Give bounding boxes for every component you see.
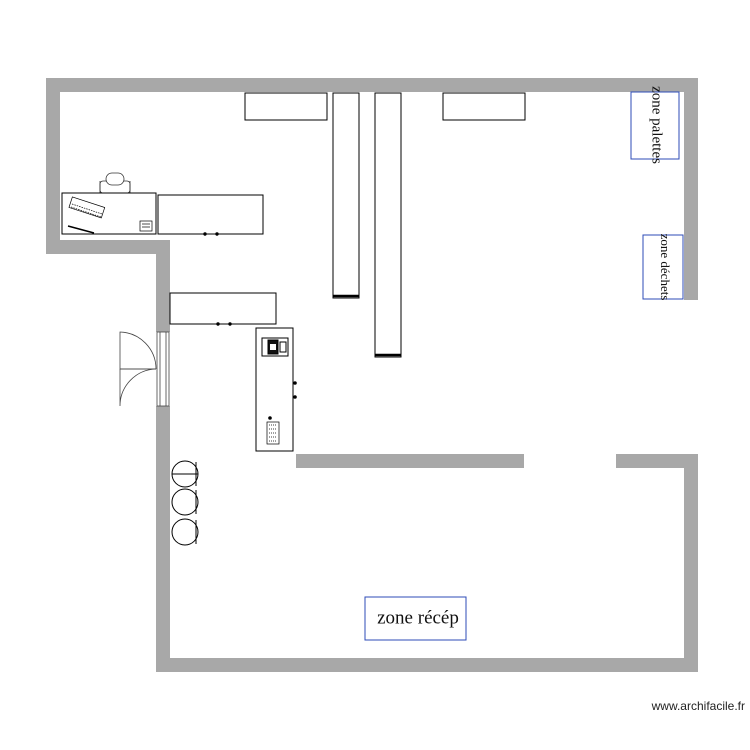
chair-icon bbox=[171, 460, 199, 488]
partition-left bbox=[296, 454, 524, 468]
zone-reception-box bbox=[364, 596, 467, 641]
zone-dechets: zone déchets bbox=[642, 234, 684, 301]
zone-reception: zone récép bbox=[364, 596, 467, 641]
scanner-icon bbox=[266, 421, 280, 445]
keyboard-icon bbox=[67, 196, 106, 234]
wall-left-main-a bbox=[156, 240, 170, 332]
office-desk-area bbox=[61, 172, 277, 326]
wall-notch bbox=[46, 240, 170, 254]
cabinet-top bbox=[157, 194, 264, 235]
double-door bbox=[119, 331, 170, 407]
zone-palettes-label: zone palettes bbox=[649, 86, 665, 164]
chair-icon bbox=[171, 518, 199, 546]
wall-left-main-b bbox=[156, 406, 170, 672]
office-chair-icon bbox=[99, 172, 131, 194]
zone-reception-label: zone récép bbox=[377, 607, 459, 628]
wall-bottom bbox=[156, 658, 698, 672]
rack-top-right bbox=[442, 92, 526, 121]
rack-vertical-1 bbox=[332, 92, 360, 299]
printer-icon bbox=[261, 337, 289, 357]
rack-top-left bbox=[244, 92, 328, 121]
zone-palettes: zone palettes bbox=[630, 86, 680, 164]
wall-right-upper bbox=[684, 78, 698, 300]
door-leaf-bottom bbox=[119, 368, 157, 407]
wall-right-lower bbox=[684, 454, 698, 672]
cabinet-middle bbox=[169, 292, 277, 325]
watermark-text: www.archifacile.fr bbox=[651, 699, 745, 713]
door-frame bbox=[156, 331, 170, 407]
walls bbox=[46, 78, 698, 672]
wall-top bbox=[46, 78, 698, 92]
chair-icon bbox=[171, 488, 199, 516]
phone-icon bbox=[139, 220, 153, 232]
workbench bbox=[255, 327, 297, 452]
zone-dechets-label: zone déchets bbox=[658, 234, 673, 301]
reception-chairs bbox=[171, 460, 199, 546]
storage-racks bbox=[244, 92, 526, 358]
zone-palettes-box bbox=[630, 91, 680, 160]
rack-vertical-2 bbox=[374, 92, 402, 358]
partition-right bbox=[616, 454, 698, 468]
zone-dechets-box bbox=[642, 234, 684, 300]
door-leaf-top bbox=[119, 331, 157, 370]
wall-left-upper bbox=[46, 78, 60, 254]
